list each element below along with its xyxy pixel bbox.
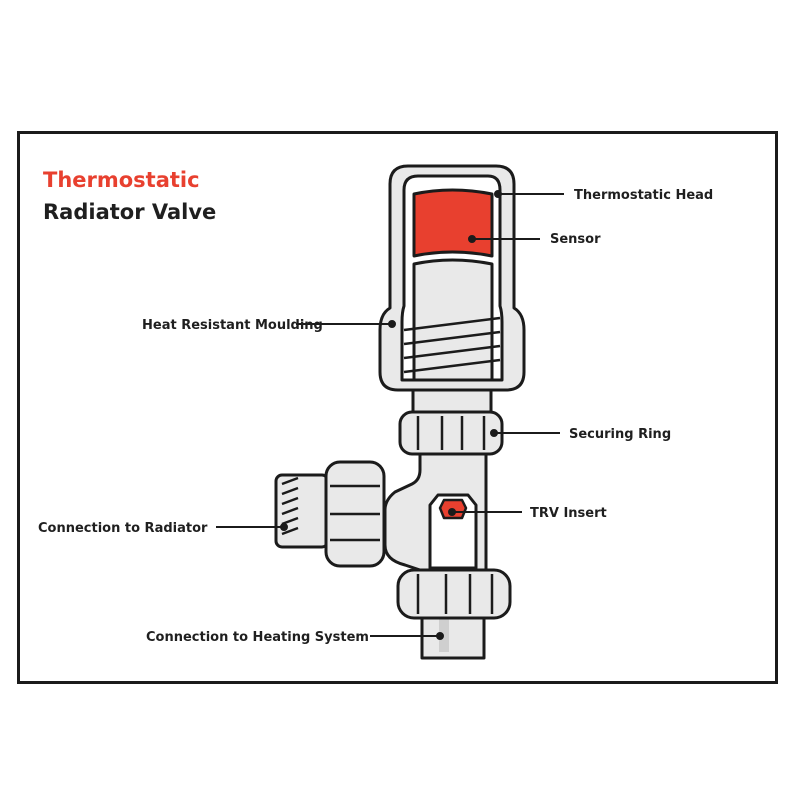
moulding-thread-lines — [403, 316, 501, 374]
securing-ring — [398, 410, 504, 456]
label-heat-resistant-moulding: Heat Resistant Moulding — [142, 318, 323, 333]
title-line-2: Radiator Valve — [43, 200, 217, 224]
label-thermostatic-head: Thermostatic Head — [574, 188, 713, 203]
label-connection-to-heating-system: Connection to Heating System — [146, 630, 369, 645]
radiator-thread-connector — [274, 473, 330, 549]
radiator-thread-lines — [281, 476, 299, 536]
callout-lines — [216, 190, 564, 640]
label-connection-to-radiator: Connection to Radiator — [38, 521, 208, 536]
title-line-1: Thermostatic — [43, 168, 200, 192]
label-sensor: Sensor — [550, 232, 601, 247]
sensor — [412, 188, 494, 258]
label-trv-insert: TRV Insert — [530, 506, 607, 521]
lower-coupling-nut — [396, 568, 512, 620]
label-securing-ring: Securing Ring — [569, 427, 671, 442]
